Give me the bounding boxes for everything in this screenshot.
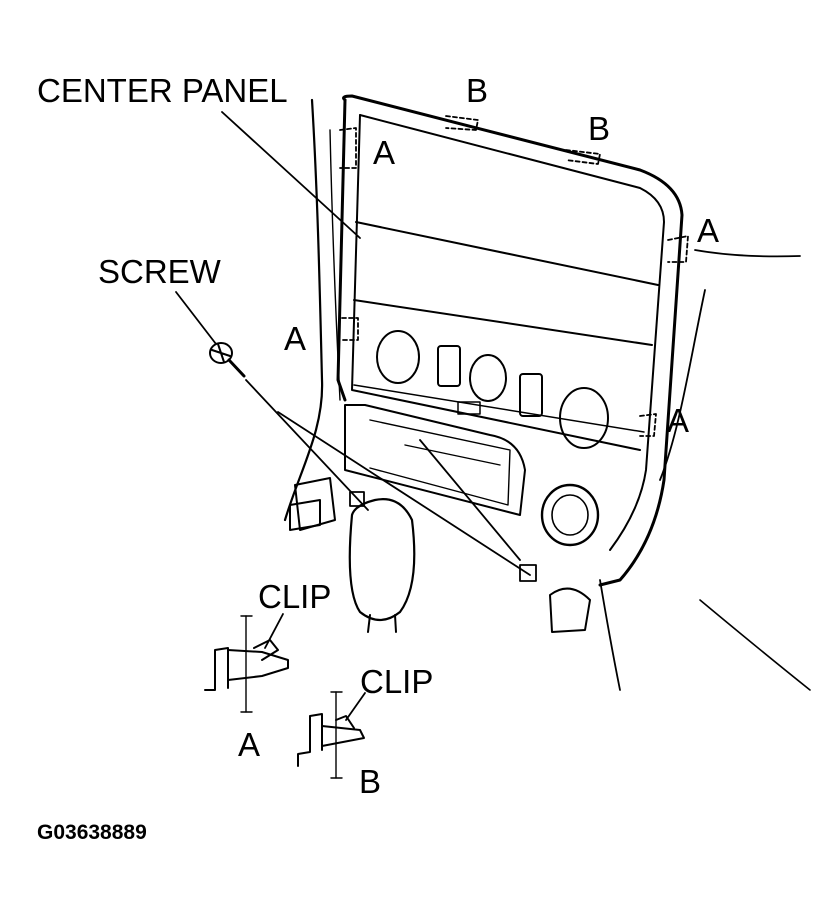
leader-screw xyxy=(175,291,217,345)
figure-id: G03638889 xyxy=(37,821,147,844)
leader-clip-a xyxy=(264,613,284,649)
shift-knob xyxy=(348,498,416,622)
clip-a-detail xyxy=(204,615,289,713)
clip-b-top xyxy=(445,115,479,131)
display-band-3 xyxy=(353,384,645,433)
clip-a-top-left xyxy=(339,127,357,169)
label-center-panel: CENTER PANEL xyxy=(37,72,288,109)
left-vent-front xyxy=(289,499,321,531)
dashboard-right-edge xyxy=(599,249,801,691)
clip-b-detail xyxy=(297,691,365,779)
label-a-right-bottom: A xyxy=(667,402,690,439)
display-band-2 xyxy=(353,299,653,346)
lower-console-slot xyxy=(404,444,501,466)
dashboard-left-edge xyxy=(283,98,324,522)
knob-left xyxy=(376,330,420,384)
right-vent xyxy=(549,587,591,633)
dashboard-right-curve xyxy=(699,599,811,691)
round-control-inner xyxy=(551,494,589,536)
label-screw: SCREW xyxy=(98,253,221,290)
label-clip-b: CLIP xyxy=(360,663,434,700)
center-panel-inner-frame xyxy=(359,114,665,551)
screw-insertion-line-1 xyxy=(245,379,369,511)
label-a-top-left: A xyxy=(373,134,396,171)
clip-b-top-right xyxy=(565,149,601,165)
lower-console-inner xyxy=(369,419,511,506)
label-b-clip-detail: B xyxy=(359,763,382,800)
button-right xyxy=(519,373,543,417)
label-b-top-right: B xyxy=(588,110,611,147)
center-panel-inner-left xyxy=(351,114,641,451)
screw-icon xyxy=(209,342,246,378)
label-a-clip-detail: A xyxy=(238,726,261,763)
shift-stem xyxy=(367,614,397,633)
screw-hole-left xyxy=(349,491,365,507)
label-a-left-mid: A xyxy=(284,320,307,357)
leader-center-panel xyxy=(221,111,361,239)
clip-a-left-mid xyxy=(341,317,359,341)
round-control xyxy=(540,483,600,547)
label-a-right-top: A xyxy=(697,212,720,249)
label-clip-a: CLIP xyxy=(258,578,332,615)
center-panel-frame-left xyxy=(336,98,347,402)
clip-a-right-top xyxy=(667,235,689,263)
clip-a-right-bottom xyxy=(639,413,657,437)
center-panel-frame xyxy=(342,94,684,587)
screw-hole-right xyxy=(519,564,537,582)
display-band-1 xyxy=(355,221,659,286)
screw-insertion-line-3 xyxy=(419,439,521,561)
label-b-top: B xyxy=(466,72,489,109)
leader-clip-b xyxy=(345,692,366,721)
left-vent xyxy=(294,477,336,531)
knob-center xyxy=(469,354,507,402)
knob-right xyxy=(559,387,609,449)
lower-console-outline xyxy=(344,404,526,516)
screw-insertion-line-2 xyxy=(277,411,531,576)
button-small xyxy=(457,401,481,415)
button-left xyxy=(437,345,461,387)
